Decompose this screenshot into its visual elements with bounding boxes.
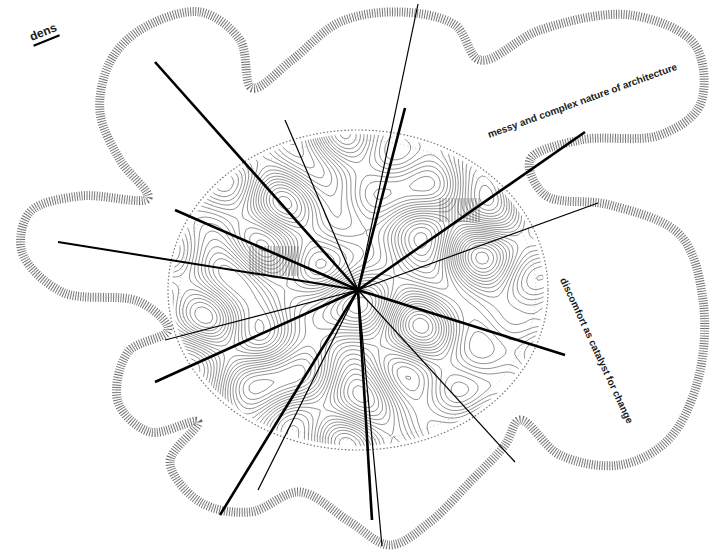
hatch-line: [452, 198, 453, 222]
hatch-line: [440, 198, 441, 222]
ray-line: [285, 120, 358, 290]
ray-line: [358, 290, 372, 520]
hatch-line: [253, 246, 254, 276]
ray-line: [358, 4, 418, 290]
ray-line: [220, 290, 358, 515]
annotation-label: messy and complex nature of architecture: [486, 61, 678, 140]
annotation-label: discomfort as catalyst for change: [558, 275, 635, 424]
hatch-line: [464, 198, 465, 222]
hatch-line: [277, 246, 278, 276]
hatch-line: [449, 198, 450, 222]
hatch-line: [274, 246, 275, 276]
ray-line: [358, 203, 598, 290]
annotation-label: dens: [28, 21, 60, 47]
ray-line: [358, 132, 585, 290]
ray-line: [155, 290, 358, 382]
hatch-line: [250, 246, 251, 276]
hatch-line: [470, 198, 471, 222]
ray-line: [258, 290, 358, 490]
hatch-line: [286, 246, 287, 276]
hatch-line: [443, 198, 444, 222]
hatch-line: [256, 246, 257, 276]
hatch-line: [298, 246, 299, 276]
hatch-line: [467, 198, 468, 222]
hatched-outline: [20, 12, 704, 545]
ray-group: [58, 4, 598, 546]
hatch-line: [479, 198, 480, 222]
ray-line: [175, 210, 358, 290]
hatch-line: [458, 198, 459, 222]
ray-line: [358, 290, 515, 462]
ray-line: [58, 242, 358, 290]
hatch-line: [476, 198, 477, 222]
blob-layer: [20, 12, 704, 545]
hatch-line: [283, 246, 284, 276]
ray-line: [155, 62, 358, 290]
hatch-line: [259, 246, 260, 276]
hatch-line: [455, 198, 456, 222]
outline-core: [20, 12, 704, 545]
ray-line: [358, 290, 565, 355]
hatch-line: [280, 246, 281, 276]
ray-line: [358, 290, 382, 546]
hatch-line: [446, 198, 447, 222]
hatch-line: [262, 246, 263, 276]
